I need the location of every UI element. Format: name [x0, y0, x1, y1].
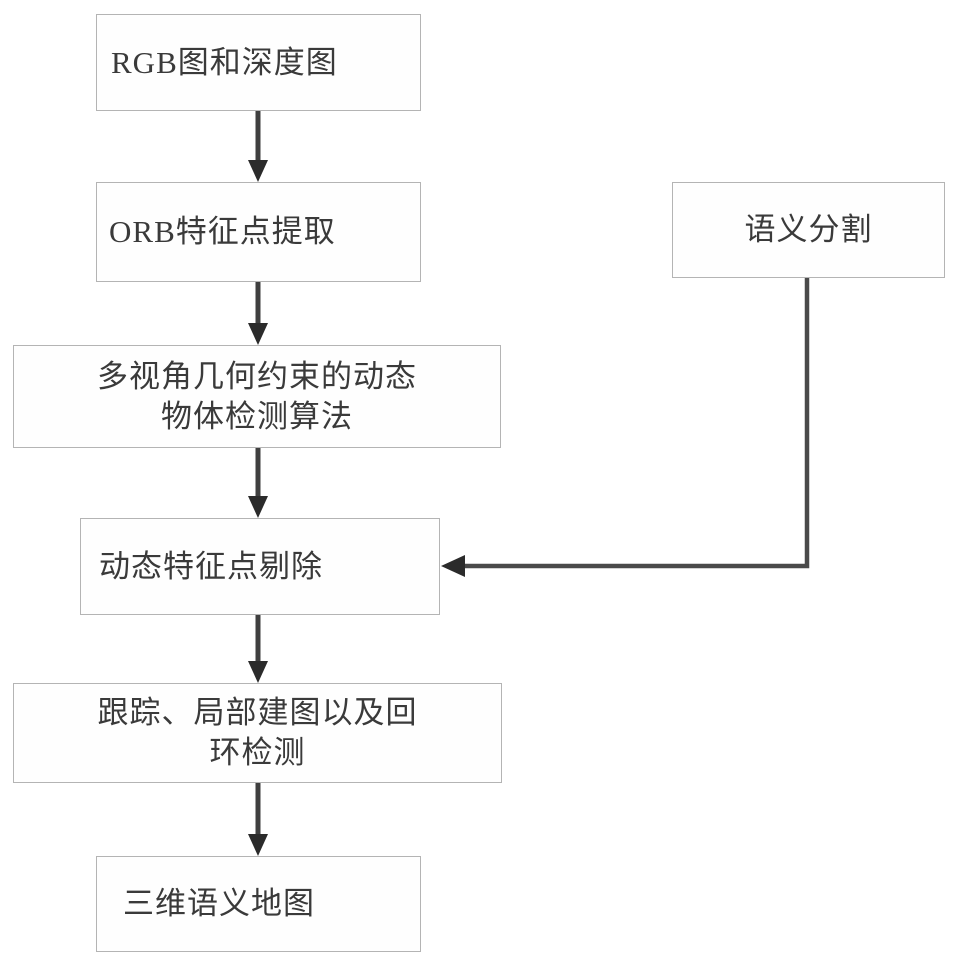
edge-orb-to-detect	[248, 282, 268, 345]
node-dynamic-detect-label: 多视角几何约束的动态 物体检测算法	[97, 358, 417, 434]
node-semantic-map-label: 三维语义地图	[123, 886, 315, 922]
node-semantic-map[interactable]: 三维语义地图	[96, 856, 421, 952]
node-rgb-depth[interactable]: RGB图和深度图	[96, 14, 421, 111]
node-rgb-depth-label: RGB图和深度图	[111, 44, 338, 80]
node-track-map-loop-label: 跟踪、局部建图以及回 环检测	[97, 695, 418, 770]
node-orb-extract-label: ORB特征点提取	[109, 214, 336, 250]
node-semantic-seg-label: 语义分割	[744, 212, 873, 248]
edge-remove-to-track	[248, 615, 268, 683]
edge-detect-to-remove	[248, 448, 268, 518]
node-dynamic-remove-label: 动态特征点剔除	[99, 548, 323, 584]
edge-track-to-map	[248, 783, 268, 856]
node-orb-extract[interactable]: ORB特征点提取	[96, 182, 421, 282]
node-track-map-loop[interactable]: 跟踪、局部建图以及回 环检测	[13, 683, 502, 783]
edge-rgb-to-orb	[248, 111, 268, 182]
node-semantic-seg[interactable]: 语义分割	[672, 182, 945, 278]
node-dynamic-detect[interactable]: 多视角几何约束的动态 物体检测算法	[13, 345, 501, 448]
node-dynamic-remove[interactable]: 动态特征点剔除	[80, 518, 440, 615]
